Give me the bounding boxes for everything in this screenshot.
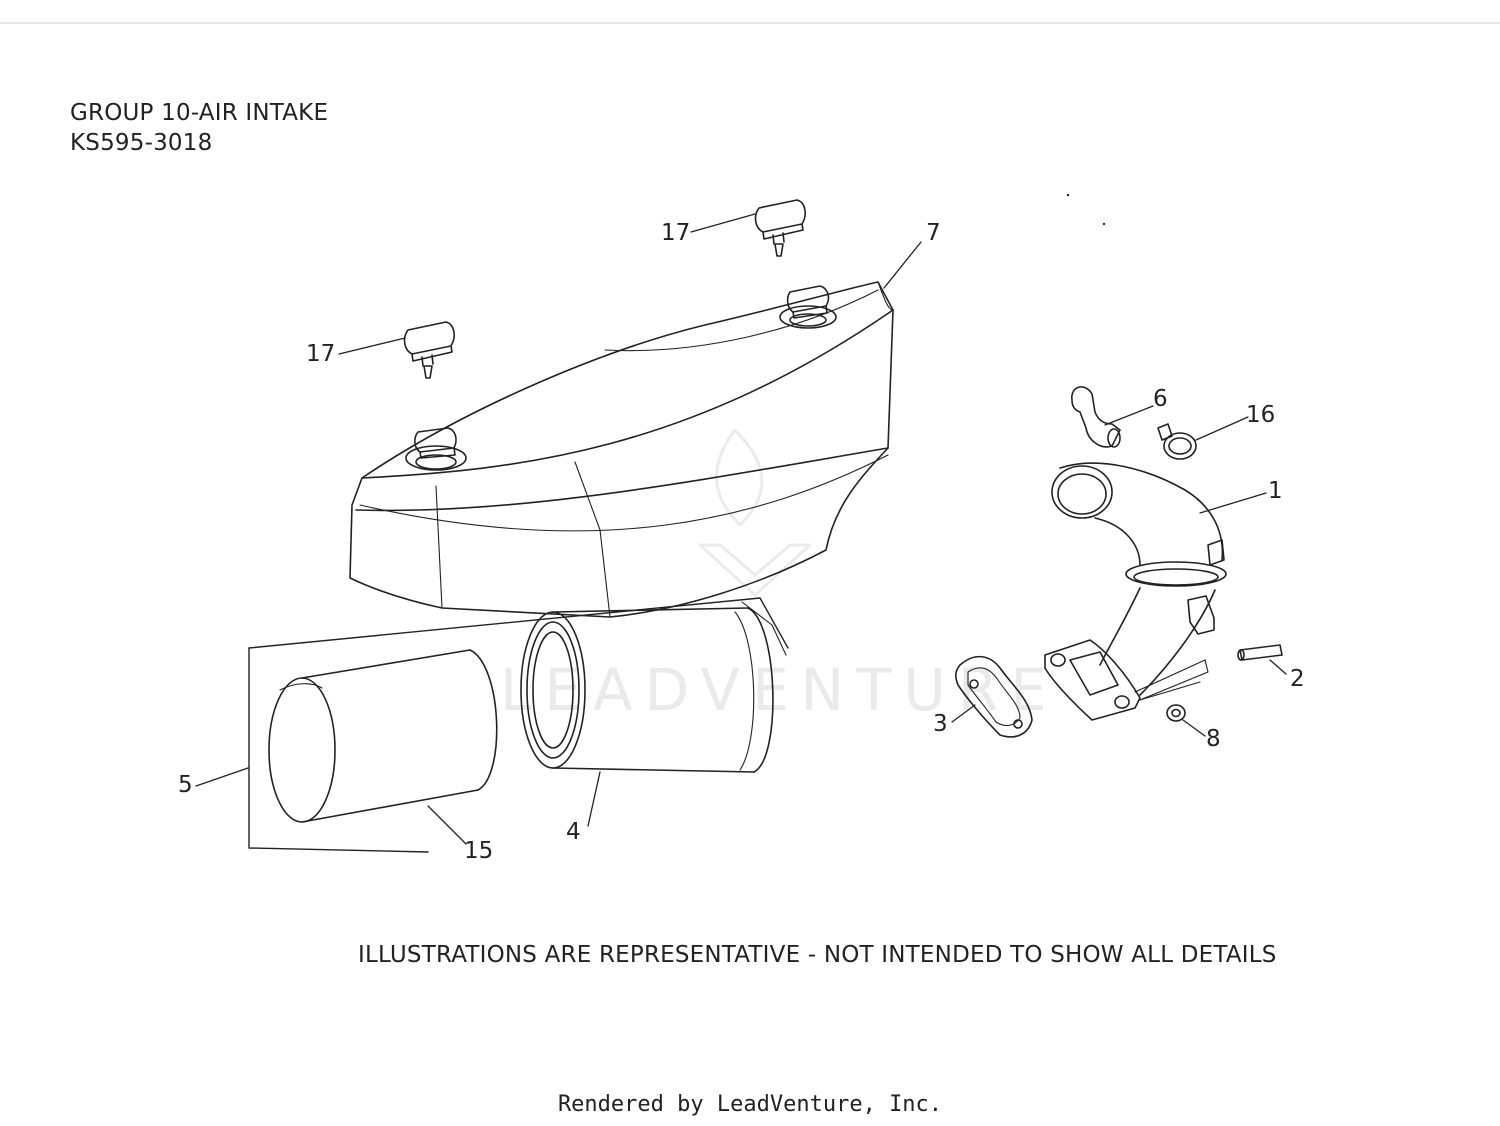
callout-2: 2 [1290, 666, 1305, 692]
hose-clamp [1157, 423, 1197, 460]
top-divider [0, 22, 1500, 24]
disclaimer-note: ILLUSTRATIONS ARE REPRESENTATIVE - NOT I… [358, 942, 1277, 968]
callout-8: 8 [1206, 726, 1221, 752]
air-filter-element [520, 601, 787, 773]
dowel-pin [1237, 644, 1283, 661]
callout-4: 4 [566, 819, 581, 845]
callout-16: 16 [1246, 402, 1275, 428]
cover-knob-left [403, 321, 455, 379]
callout-7: 7 [926, 220, 941, 246]
intake-gasket [955, 655, 1033, 738]
footer-credit: Rendered by LeadVenture, Inc. [557, 1092, 943, 1117]
callout-17-right: 17 [661, 220, 690, 246]
leader-lines [195, 213, 1287, 845]
cover-knob-right [754, 199, 806, 257]
callout-5: 5 [178, 772, 193, 798]
callout-numbers: 1 2 3 4 5 6 7 8 15 16 17 17 [178, 220, 1305, 864]
pre-cleaner [268, 649, 498, 823]
callout-15: 15 [464, 838, 493, 864]
callout-17-left: 17 [306, 341, 335, 367]
air-cleaner-cover [349, 281, 894, 618]
filter-assembly-bracket [248, 597, 789, 853]
callout-3: 3 [933, 711, 948, 737]
intake-elbow [1044, 462, 1227, 721]
callout-6: 6 [1153, 386, 1168, 412]
breather-hose [1071, 386, 1121, 448]
flange-nut [1166, 704, 1186, 722]
model-code: KS595-3018 [70, 130, 213, 156]
group-title: GROUP 10-AIR INTAKE [70, 100, 329, 126]
callout-1: 1 [1268, 478, 1283, 504]
